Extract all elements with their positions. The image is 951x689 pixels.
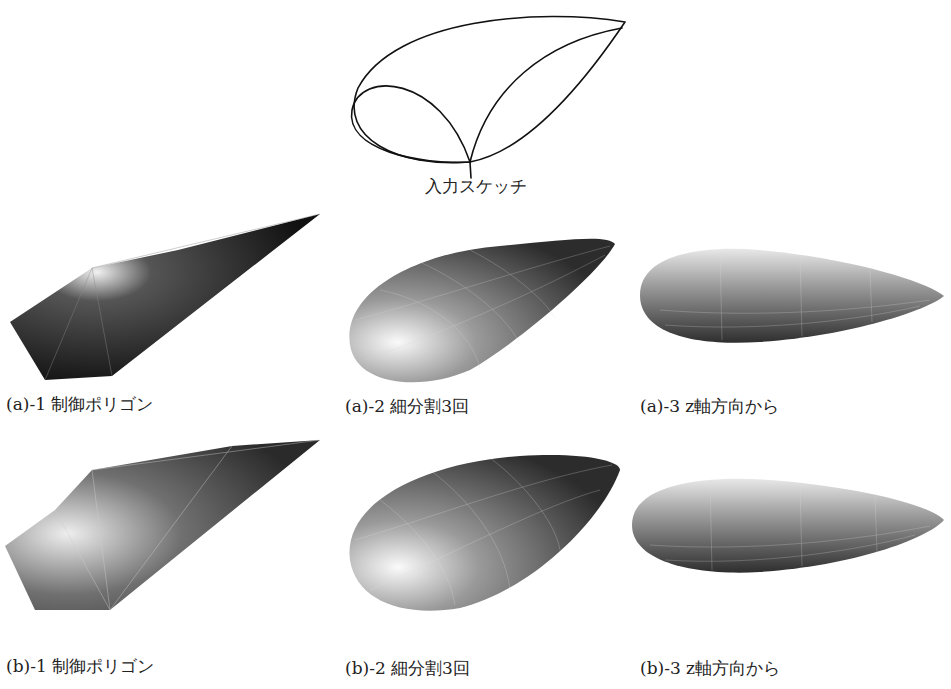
control-polygon-a [10,214,320,380]
side-view-a [640,249,944,343]
side-view-b [632,479,944,573]
figure-caption: (a)-2 細分割3回 [345,396,469,416]
figure-caption: (b)-2 細分割3回 [345,658,470,678]
figure-caption: (a)-3 z軸方向から [640,396,779,416]
figure-caption: (a)-1 制御ポリゴン [6,394,153,414]
input-sketch [352,17,625,178]
subdivided-surface-a [349,239,615,383]
sketch-caption: 入力スケッチ [425,176,527,196]
subdivided-surface-b [349,455,620,611]
figure-caption: (b)-1 制御ポリゴン [6,656,154,676]
control-polygon-b [5,440,320,610]
figure-caption: (b)-3 z軸方向から [640,658,780,678]
